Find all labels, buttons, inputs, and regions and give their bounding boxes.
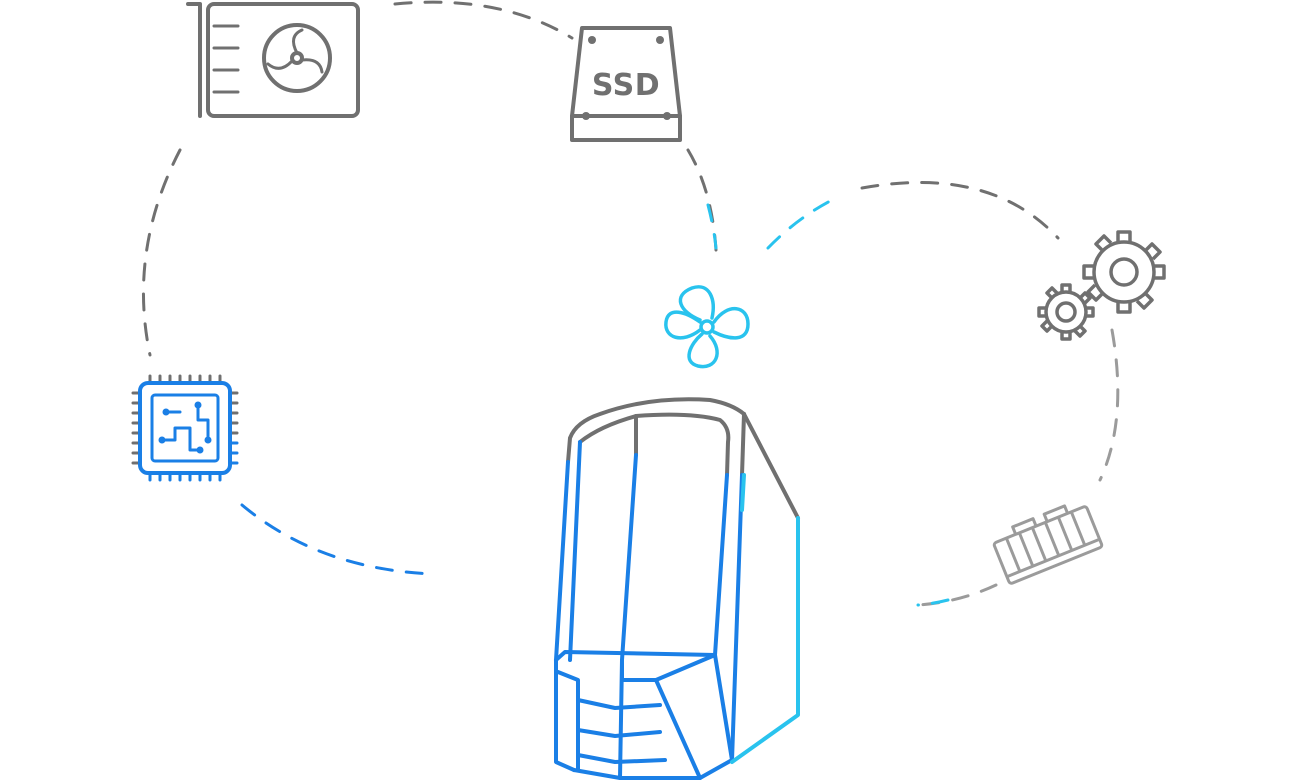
tower-side <box>730 473 800 764</box>
tower-body <box>554 440 744 780</box>
connector-gpu-cpu <box>142 148 182 357</box>
pc-tower-case-icon <box>554 397 800 780</box>
connector-gears-ram <box>1098 328 1120 482</box>
ram-module-icon <box>992 504 1104 585</box>
connector-fan-gears <box>860 181 1060 240</box>
connector-ram-bottom <box>916 583 998 607</box>
gears-icon <box>1037 230 1166 341</box>
ssd-label: SSD <box>592 68 660 103</box>
large-gear <box>1082 230 1166 314</box>
connector-ssd-fan-accent <box>706 203 718 250</box>
dashed-connectors <box>142 0 1120 607</box>
connector-ram-bottom-accent <box>916 598 950 607</box>
graphics-card-icon <box>186 2 360 118</box>
connector-fan-gears-accent <box>766 194 842 250</box>
small-gear <box>1037 283 1095 341</box>
ssd-drive-icon: SSD <box>570 26 682 142</box>
tower-top <box>566 397 800 520</box>
connector-gpu-ssd <box>393 0 574 40</box>
cooling-fan-icon <box>664 285 750 369</box>
cpu-chip-icon <box>131 374 239 482</box>
connector-cpu-bottom <box>240 503 437 576</box>
connector-ssd-fan <box>686 148 718 252</box>
